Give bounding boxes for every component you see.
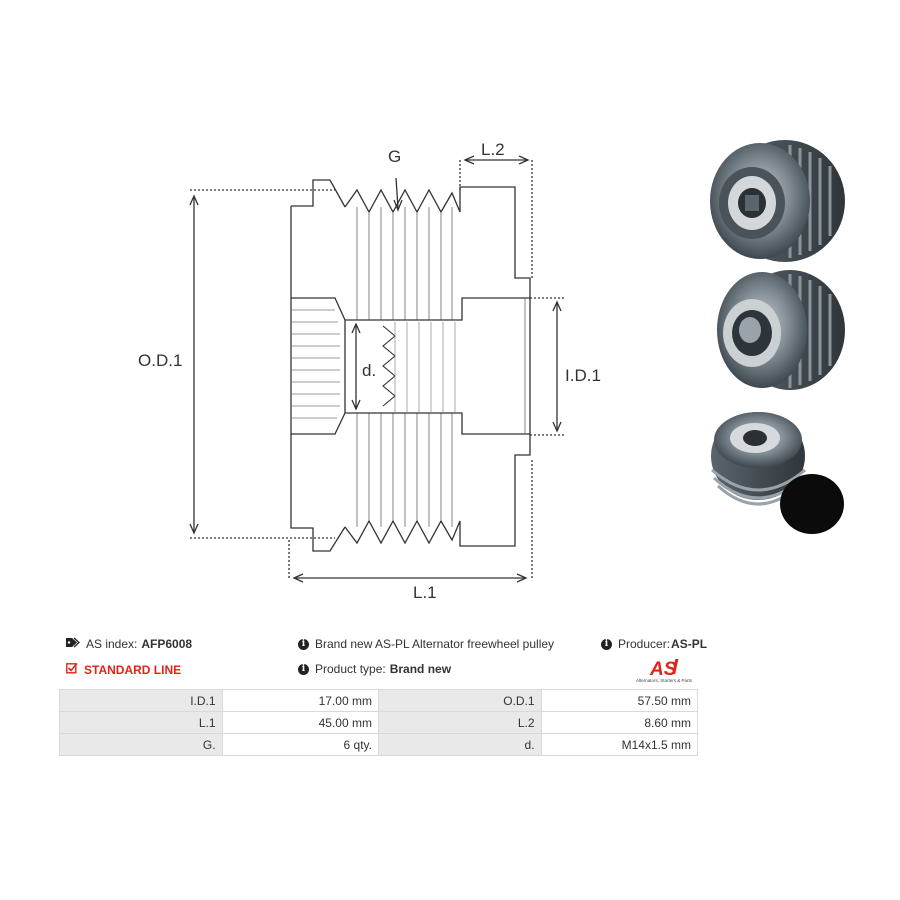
spec-value: 45.00 mm <box>221 711 379 734</box>
pulley-outline <box>290 179 531 552</box>
table-row: I.D.1 17.00 mm O.D.1 57.50 mm <box>59 689 699 712</box>
logo-tagline: Alternators, Starters & Parts <box>636 678 693 683</box>
description-row: i Brand new AS-PL Alternator freewheel p… <box>298 637 554 651</box>
product-photo-angle <box>711 412 806 506</box>
label-l2: L.2 <box>481 140 505 159</box>
info-icon: i <box>298 663 309 675</box>
spec-value: 8.60 mm <box>540 711 699 734</box>
spec-value: M14x1.5 mm <box>540 733 699 756</box>
spec-key: O.D.1 <box>377 689 542 712</box>
spec-value: 6 qty. <box>221 733 379 756</box>
spec-value: 57.50 mm <box>540 689 699 712</box>
label-l1: L.1 <box>413 583 437 602</box>
product-photo-front <box>710 140 845 262</box>
as-index-label: AS index: <box>86 637 138 651</box>
table-row: G. 6 qty. d. M14x1.5 mm <box>59 733 699 756</box>
spec-value: 17.00 mm <box>221 689 379 712</box>
checkbox-checked-icon <box>66 662 78 677</box>
product-photo-back <box>717 270 845 390</box>
protective-cap-photo <box>780 474 844 534</box>
label-g: G <box>388 147 401 166</box>
spec-key: L.1 <box>59 711 223 734</box>
label-d: d. <box>362 361 376 380</box>
as-index-row: AS index: AFP6008 <box>66 637 192 651</box>
description-text: Brand new AS-PL Alternator freewheel pul… <box>315 637 555 651</box>
info-icon: i <box>298 638 309 650</box>
spec-key: G. <box>59 733 223 756</box>
table-row: L.1 45.00 mm L.2 8.60 mm <box>59 711 699 734</box>
spec-table: I.D.1 17.00 mm O.D.1 57.50 mm L.1 45.00 … <box>59 689 699 756</box>
spec-key: L.2 <box>377 711 542 734</box>
info-icon: i <box>601 638 612 650</box>
producer-label: Producer: <box>618 637 671 651</box>
as-index-value: AFP6008 <box>141 637 193 651</box>
standard-line-row: STANDARD LINE <box>66 662 181 677</box>
spec-key: I.D.1 <box>59 689 223 712</box>
spec-key: d. <box>377 733 542 756</box>
technical-drawing: G L.2 O.D.1 I.D.1 d. L.1 <box>138 140 845 602</box>
label-od1: O.D.1 <box>138 351 182 370</box>
as-pl-logo: AS Alternators, Starters & Parts <box>636 656 704 684</box>
tag-icon <box>66 637 80 651</box>
label-id1: I.D.1 <box>565 366 601 385</box>
producer-value: AS-PL <box>671 637 708 651</box>
product-type-row: i Product type: Brand new <box>298 662 451 676</box>
standard-line-label: STANDARD LINE <box>84 662 182 677</box>
logo-text: AS <box>649 659 677 680</box>
producer-row: i Producer: AS-PL <box>601 637 707 651</box>
dimension-lines <box>190 160 565 578</box>
dimension-arrows <box>189 155 562 583</box>
product-type-label: Product type: <box>315 662 386 676</box>
product-type-value: Brand new <box>389 662 452 676</box>
